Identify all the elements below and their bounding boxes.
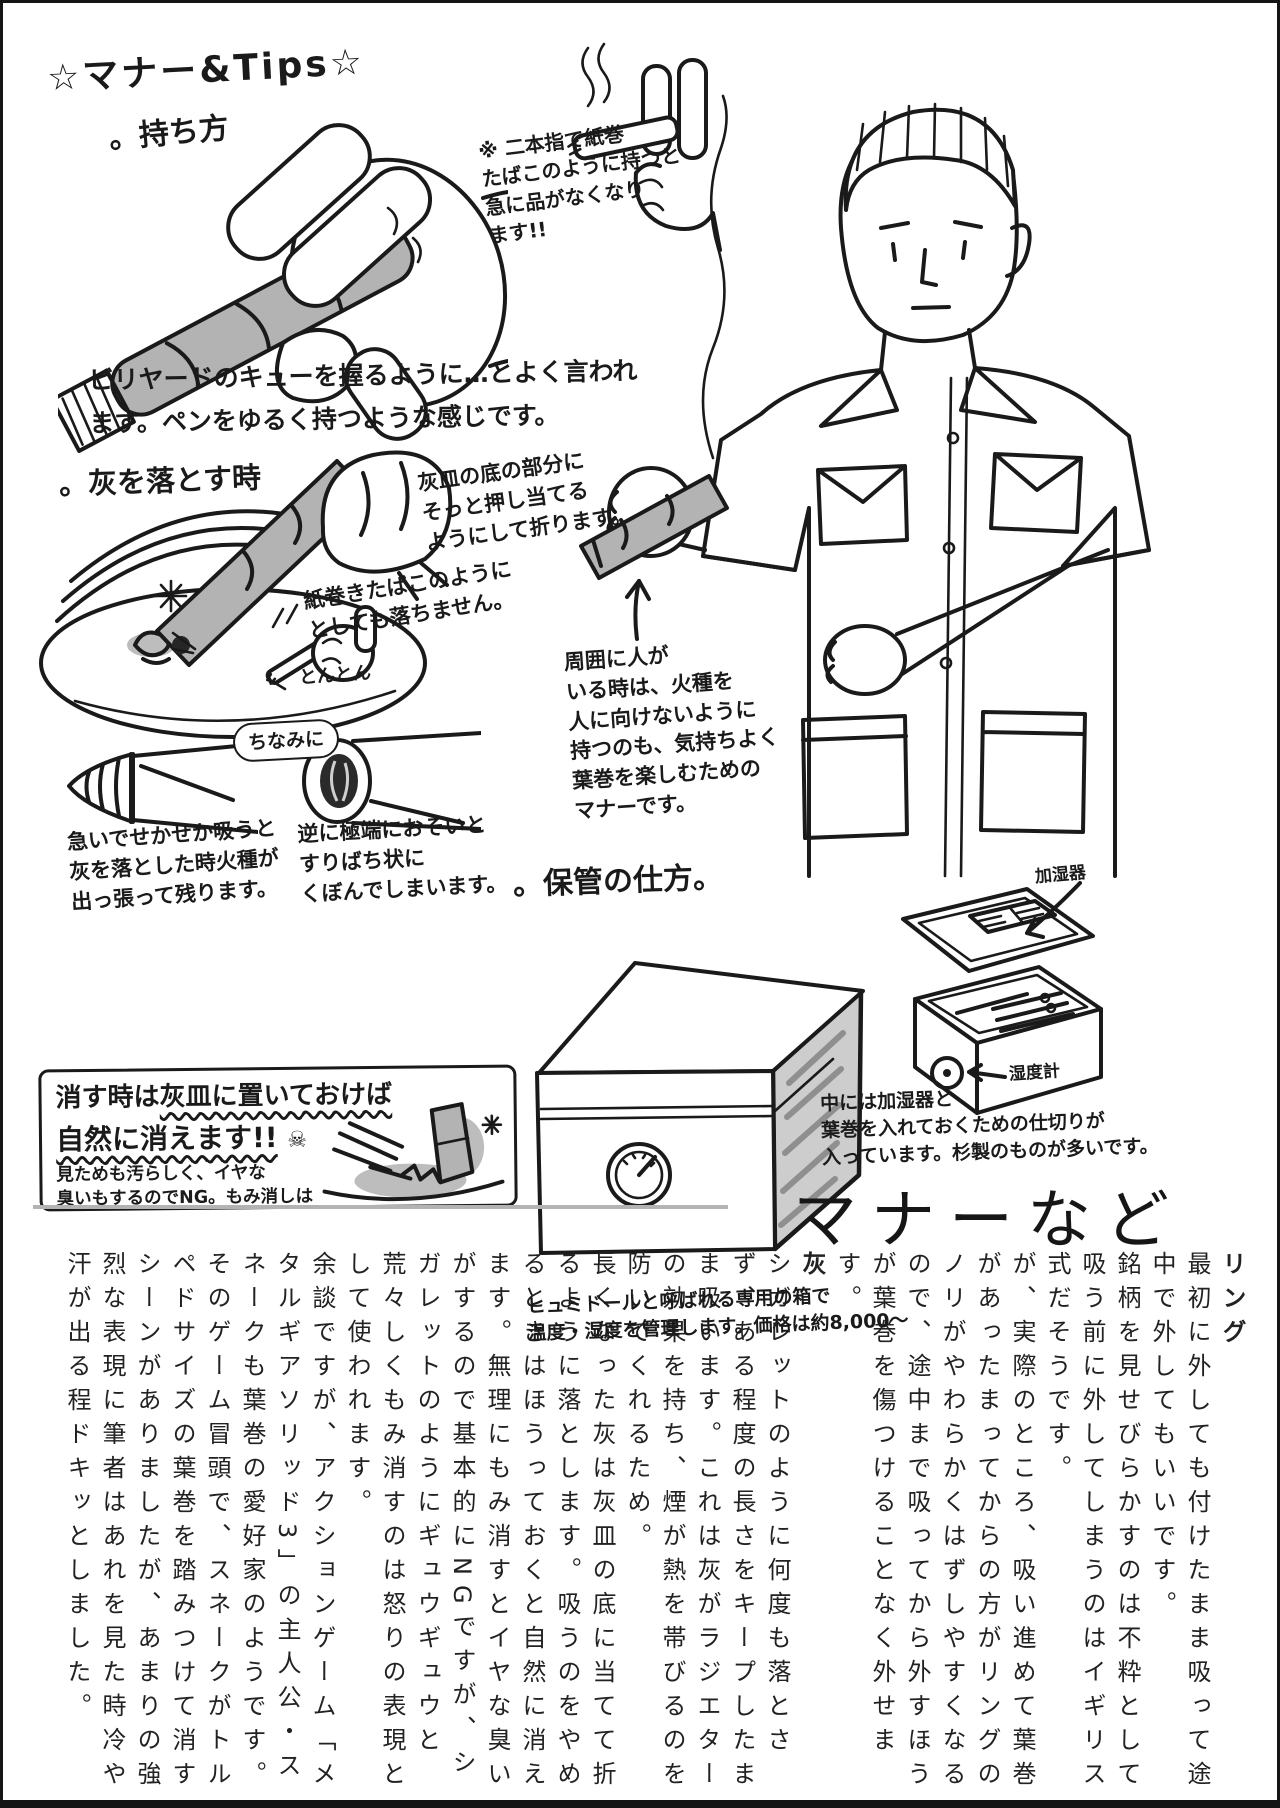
- ashtray-illustration: [23, 433, 483, 753]
- ash-paragraph: 長くなった灰は灰皿の底に当てて折るように落とします。吸うのをやめるときはほうって…: [343, 1251, 616, 1795]
- ash-paragraph: 余談ですが、アクションゲーム「メタルギアソリッド3」の主人公・スネークも葉巻の愛…: [63, 1251, 336, 1795]
- man-smoking-cigar-illustration: [563, 78, 1183, 878]
- humidifier-label: 加湿器: [1034, 862, 1087, 888]
- article-title: マナーなど: [793, 1184, 1183, 1258]
- extinguish-line1-prefix: 消す時は: [55, 1082, 160, 1114]
- open-humidor-illustration: [875, 881, 1110, 1146]
- humidor-inside-caption: 中には加湿器と 葉巻を入れておくための仕切りが 入っています。杉製のものが多いで…: [819, 1088, 1159, 1169]
- two-finger-hold-illustration: [548, 38, 723, 253]
- extinguish-line1-underlined: 灰皿に置いておけば: [159, 1079, 393, 1113]
- ash-heading: 灰: [798, 1251, 826, 1285]
- skull-icon: ☠: [287, 1127, 308, 1153]
- concave-ash-tip-illustration: [291, 731, 481, 831]
- ring-heading: リング: [1218, 1251, 1246, 1353]
- ring-paragraph: 銘柄を見せびらかすのは不粋として吸う前に外してしまうのはイギリス式だそうです。: [1043, 1251, 1141, 1795]
- extinguish-line2: 自然に消えます!! ☠: [55, 1121, 308, 1157]
- article-vertical-text: リング 最初に外しても付けたまま吸って途中で外してもいいです。 銘柄を見せびらか…: [37, 1251, 1249, 1797]
- page-title: ☆マナー&Tips☆: [46, 41, 366, 100]
- ring-paragraph: 最初に外しても付けたまま吸って途中で外してもいいです。: [1148, 1251, 1211, 1795]
- too-slow-caption: 逆に極端におそいと すりばち状に くぼんでしまいます。: [296, 812, 508, 906]
- crushed-cigar-illustration: [310, 1102, 511, 1209]
- aside-bubble: ちなみに: [232, 718, 340, 763]
- ring-paragraph: が、実際のところ、吸い進めて葉巻があったまってからの方がリングのノリがやわらかく…: [833, 1251, 1036, 1795]
- ash-drop-section-heading: 。灰を落とす時: [58, 460, 262, 502]
- section-divider: [33, 1205, 728, 1209]
- ash-paragraph: シガレットのように何度も落とさず、ある程度の長さをキープしたまま吸います。これは…: [623, 1251, 791, 1795]
- storage-section-heading: 。保管の仕方。: [512, 860, 724, 903]
- surroundings-caption: 周囲に人が いる時は、火種を 人に向けないように 持つのも、気持ちよく 葉巻を楽…: [563, 643, 780, 824]
- extinguish-note-box: 消す時は灰皿に置いておけば 自然に消えます!! ☠ 見ためも汚らしく、イヤな 臭…: [38, 1064, 518, 1212]
- extinguish-line1: 消す時は灰皿に置いておけば: [55, 1077, 392, 1117]
- tap-sfx: とんとん: [298, 662, 372, 689]
- up-arrow: [615, 571, 659, 643]
- hand-holding-cigar-illustration: [58, 98, 508, 458]
- two-finger-warning-note: ※ 二本指で紙巻 たばこのように持つと 急に品がなくなり ます!!: [477, 121, 682, 248]
- too-fast-caption: 急いでせかせか吸うと 灰を落とした時火種が 出っ張って残ります。: [66, 815, 280, 914]
- holding-caption: ビリヤードのキューを握るように…とよく言われ ます。ペンをゆるく持つような感じで…: [88, 356, 638, 438]
- tapping-cigarette-hand-illustration: [261, 595, 386, 695]
